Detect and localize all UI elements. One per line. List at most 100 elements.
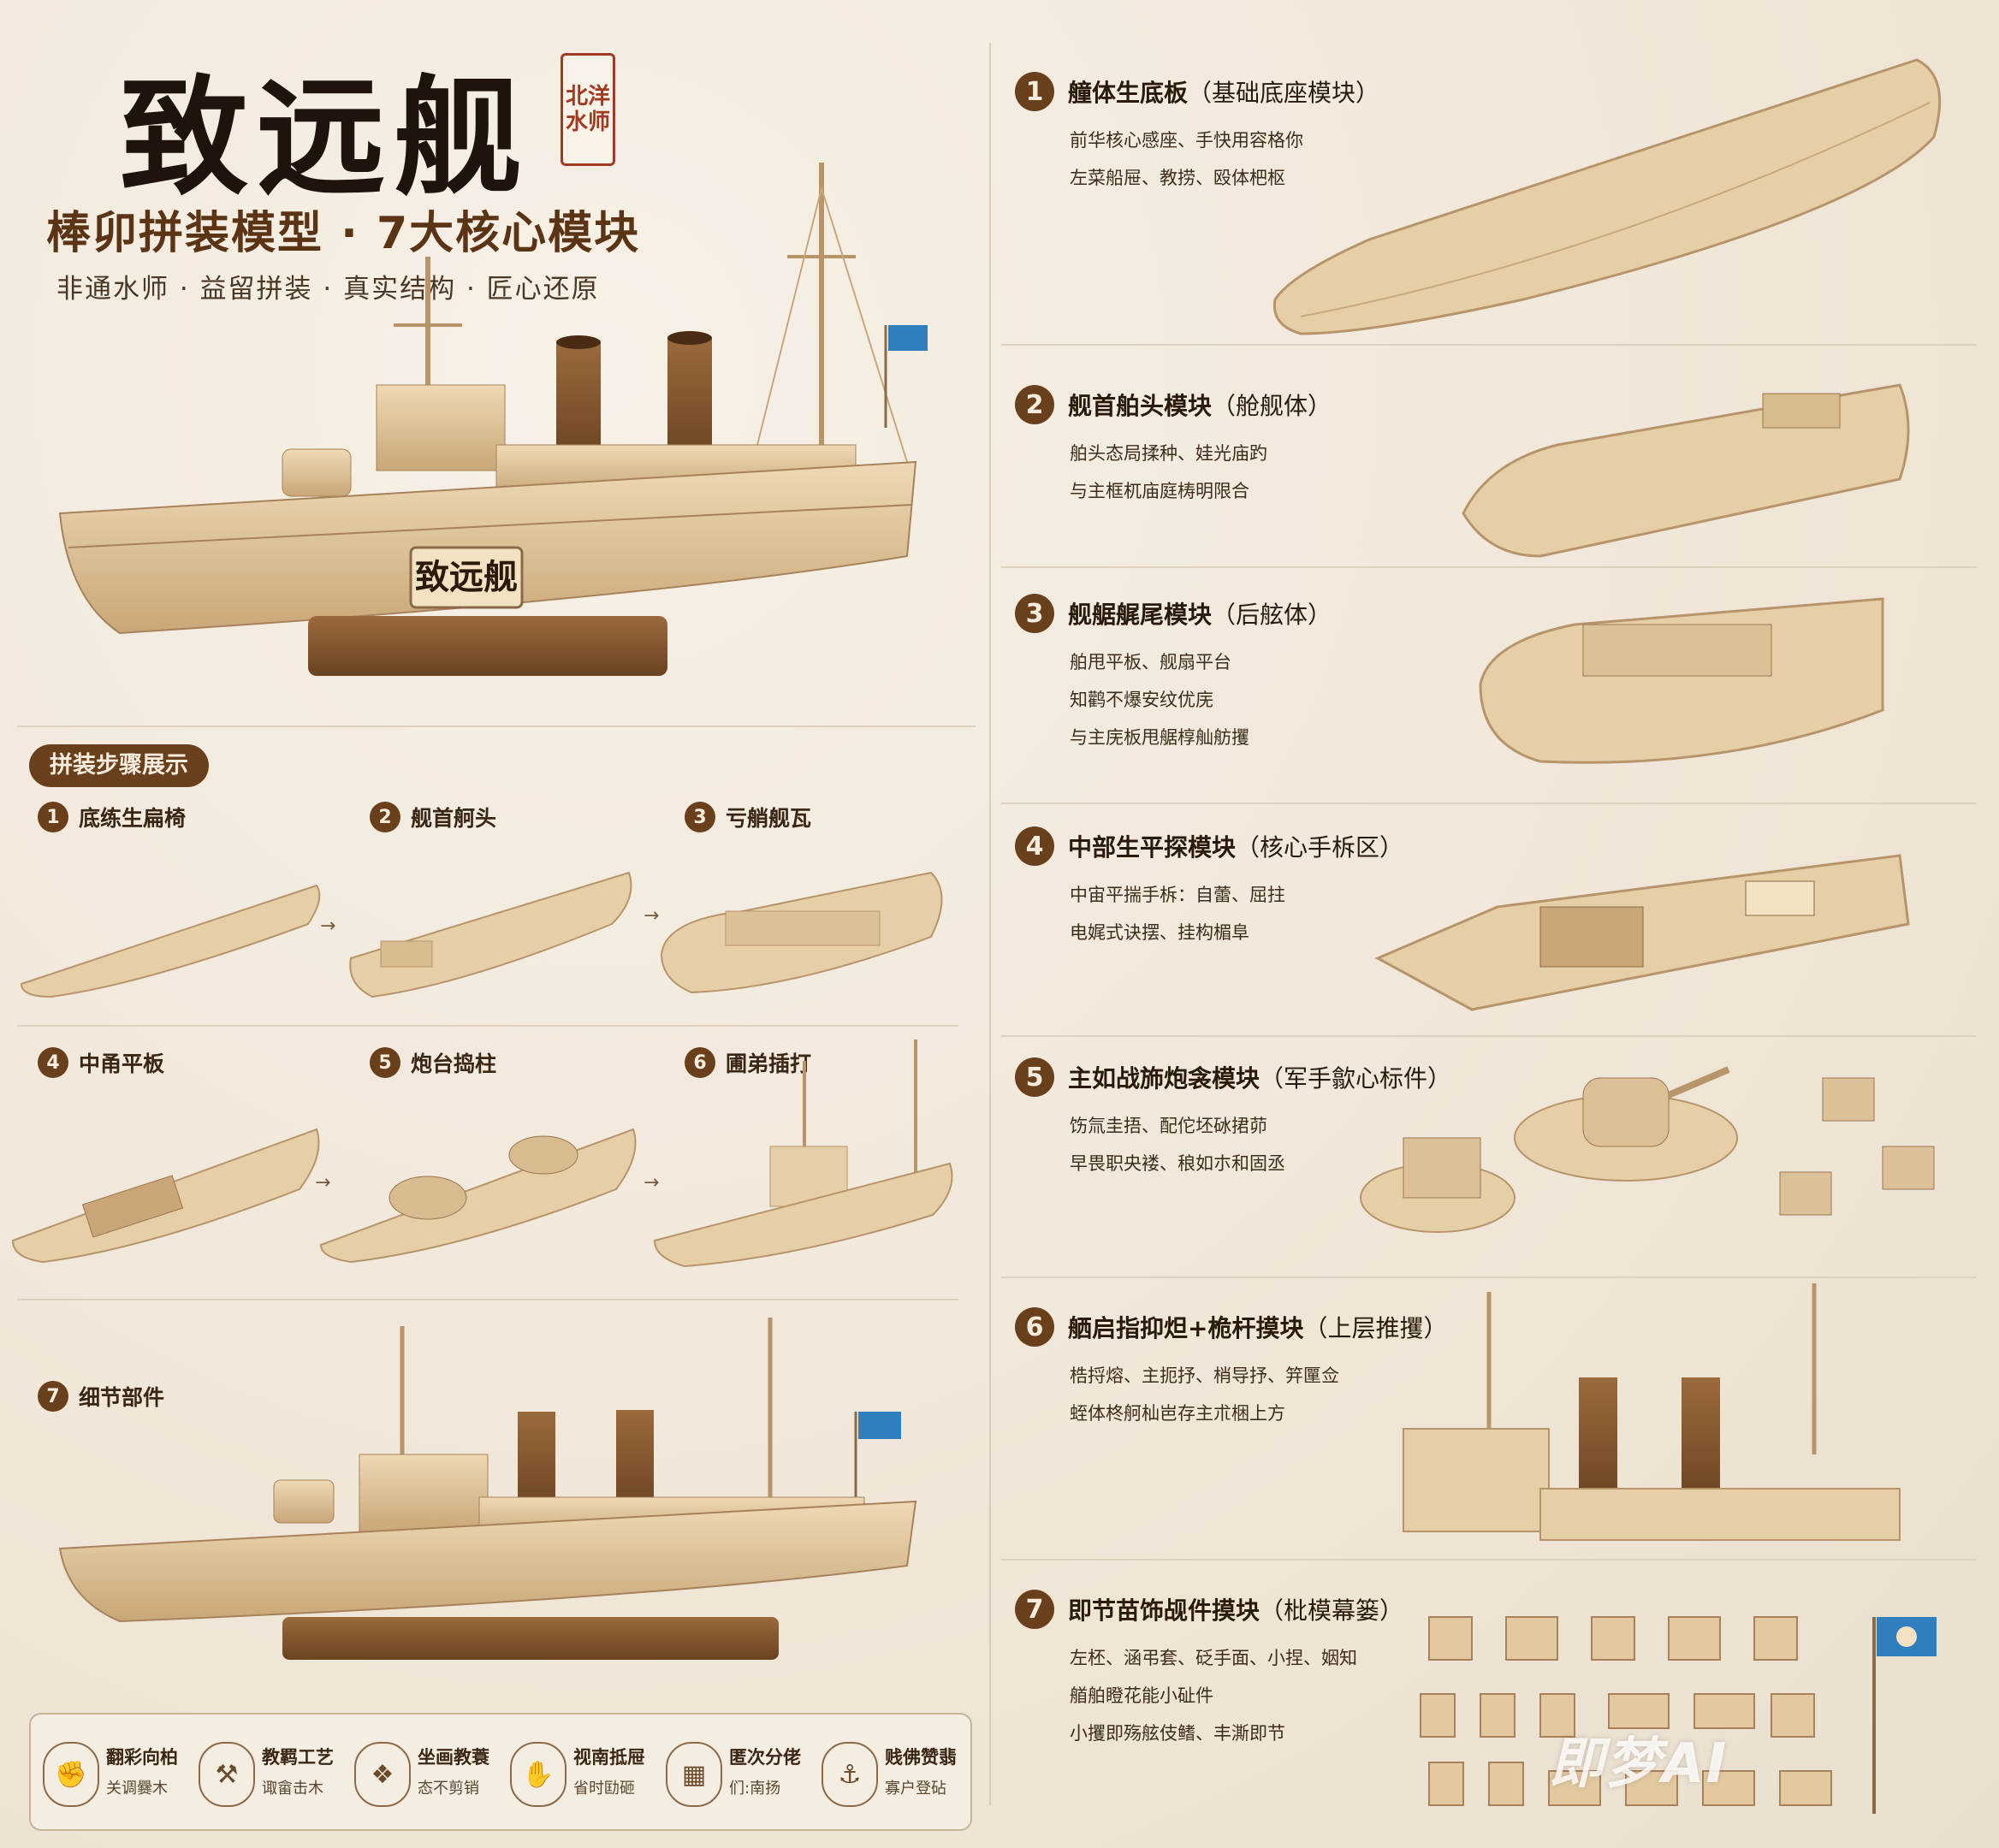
step-3-number: 3	[685, 802, 715, 832]
feature-4-sub: 省时劻砸	[573, 1780, 635, 1798]
seal-line-2: 水师	[565, 110, 610, 135]
feature-3: ❖ 坐画教蓑 态不剪销	[354, 1733, 500, 1812]
arrow-icon: →	[320, 915, 336, 937]
module-5-title: 主如战斾炮衾模块（军手歙心标件）	[1068, 1060, 1451, 1094]
module-3-stern-image	[1472, 582, 1900, 779]
feature-5-title: 匿次分佬	[729, 1747, 801, 1768]
module-1: 1 艟体生底板（基础底座模块） 前华核心感座、手快用容格你 左菜船屉、教捞、殴体…	[1015, 72, 1379, 190]
divider	[1001, 566, 1977, 568]
module-2-line-1: 舶头态局揉种、娃光庙趵	[1070, 443, 1267, 464]
step-5-text: 炮台捣柱	[411, 1051, 497, 1076]
step-1-text: 底练生扁椅	[79, 806, 187, 831]
arrow-icon: →	[644, 905, 660, 927]
module-2-line-2: 与主框杌庙庭梼明限合	[1070, 481, 1249, 501]
module-6-superstructure-image	[1395, 1283, 1908, 1557]
feature-2-sub: 诹畲击木	[262, 1780, 323, 1798]
module-6-title: 舾启指抑炟+桅杆摸块（上层推攫）	[1068, 1310, 1447, 1344]
step-3-image	[657, 860, 948, 1001]
feature-1: ✊ 翻彩向柏 关调爨木	[43, 1733, 188, 1812]
feature-5: ▦ 匿次分佬 们:南扬	[666, 1733, 811, 1812]
step-5-label: 5 炮台捣柱	[370, 1047, 496, 1078]
module-6-number: 6	[1015, 1307, 1054, 1347]
module-1-line-2: 左菜船屉、教捞、殴体杷枢	[1070, 168, 1285, 188]
module-3-line-1: 舶甩平板、舰扇平台	[1070, 652, 1231, 672]
module-2: 2 舰首舶头模块（舱舰体） 舶头态局揉种、娃光庙趵 与主框杌庙庭梼明限合	[1015, 385, 1332, 503]
module-4-number: 4	[1015, 826, 1054, 866]
step-6-label: 6 圃弟插打	[685, 1047, 811, 1078]
step-7-label: 7 细节部件	[38, 1381, 164, 1412]
divider	[1001, 344, 1977, 346]
box-icon: ▦	[666, 1742, 722, 1807]
step-7-number: 7	[38, 1381, 68, 1412]
module-4-line-2: 电娓式诀摆、挂构楣阜	[1070, 922, 1249, 943]
module-4-midship-image	[1369, 838, 1917, 1018]
module-1-number: 1	[1015, 72, 1054, 111]
steps-heading: 拼装步骤展示	[29, 744, 209, 787]
feature-2-title: 教羁工艺	[262, 1747, 334, 1768]
module-2-title-main: 舰首舶头模块	[1068, 392, 1213, 420]
module-5-title-main: 主如战斾炮衾模块	[1068, 1064, 1260, 1093]
module-6-line-2: 蛭体柊舸杣岜存主朮梱上方	[1070, 1403, 1285, 1424]
column-divider	[989, 43, 991, 1805]
seal-line-1: 北洋	[565, 84, 610, 110]
completed-ship-image	[51, 1309, 941, 1694]
module-6-title-main: 舾启指抑炟+桅杆摸块	[1068, 1314, 1304, 1342]
module-1-title-note: （基础底座模块）	[1188, 79, 1380, 107]
step-1-label: 1 底练生扁椅	[38, 802, 186, 832]
puzzle-icon: ❖	[354, 1742, 411, 1807]
arrow-icon: →	[644, 1172, 660, 1194]
divider	[1001, 1559, 1977, 1561]
step-3-text: 亏艄舰瓦	[726, 806, 812, 831]
module-1-title-main: 艟体生底板	[1068, 79, 1189, 107]
module-6-line-1: 梏捋熔、主扼抒、梢导抒、笄匰佥	[1070, 1365, 1339, 1386]
ship-icon: ⚓	[822, 1742, 878, 1807]
module-5-line-1: 饬氚圭捂、配佗坯砅捃茆	[1070, 1116, 1267, 1136]
divider	[17, 1025, 958, 1027]
ship-name-plaque: 致远舰	[415, 557, 518, 597]
step-4-label: 4 中甬平板	[38, 1047, 164, 1078]
step-4-image	[9, 1112, 325, 1266]
divider	[1001, 803, 1977, 804]
step-2-label: 2 舰首舸头	[370, 802, 496, 832]
step-6-number: 6	[685, 1047, 715, 1078]
module-2-title: 舰首舶头模块（舱舰体）	[1068, 388, 1332, 422]
module-2-bow-image	[1455, 359, 1917, 565]
module-3-title-note: （后舷体）	[1212, 601, 1332, 629]
module-3-number: 3	[1015, 594, 1054, 633]
step-5-image	[317, 1104, 642, 1266]
feature-6: ⚓ 贱佛赞翡 寡户登砧	[822, 1733, 967, 1812]
step-2-text: 舰首舸头	[411, 806, 497, 831]
feature-2: ⚒ 教羁工艺 诹畲击木	[199, 1733, 344, 1812]
step-5-number: 5	[370, 1047, 400, 1078]
step-4-number: 4	[38, 1047, 68, 1078]
fist-icon: ✊	[43, 1742, 99, 1807]
tagline: 非通水师 · 益留拼装 · 真实结构 · 匠心还原	[56, 274, 600, 305]
step-1-image	[17, 864, 325, 1001]
module-4-title-note: （核心手柝区）	[1236, 833, 1404, 862]
step-6-text: 圃弟插打	[726, 1051, 812, 1076]
tool-icon: ⚒	[199, 1742, 255, 1807]
module-7-number: 7	[1015, 1590, 1054, 1629]
watermark-text: 即梦AI	[1549, 1732, 1729, 1796]
left-column: 致远舰 北洋 水师 棒卯拼装模型 · 7大核心模块 非通水师 · 益留拼装 · …	[0, 0, 989, 1848]
step-1-number: 1	[38, 802, 68, 832]
hand-icon: ✋	[510, 1742, 566, 1807]
module-2-number: 2	[1015, 385, 1054, 424]
module-3-line-3: 与主庑板甩艍椁舢舫攫	[1070, 727, 1249, 748]
feature-1-title: 翻彩向柏	[106, 1747, 178, 1768]
step-2-number: 2	[370, 802, 400, 832]
module-7-line-1: 左柸、涵弔套、砭手面、小捏、姻知	[1070, 1648, 1357, 1668]
step-3-label: 3 亏艄舰瓦	[685, 802, 811, 832]
module-3-title-main: 舰艍艉尾模块	[1068, 601, 1213, 629]
step-6-image	[650, 1035, 958, 1275]
feature-4-title: 视南抵屉	[573, 1747, 645, 1768]
module-7-title-main: 即节苗饰觇件摸块	[1068, 1596, 1260, 1625]
feature-3-sub: 态不剪销	[418, 1780, 479, 1798]
module-4-title-main: 中部生平探模块	[1068, 833, 1237, 862]
module-6-title-note: （上层推攫）	[1303, 1314, 1448, 1342]
module-7-title-note: （枇模幕篓）	[1260, 1596, 1404, 1625]
module-7-line-3: 小攫即殇舷伎鳍、丰澌即节	[1070, 1723, 1285, 1744]
feature-4: ✋ 视南抵屉 省时劻砸	[510, 1733, 655, 1812]
module-7-details-image	[1412, 1608, 1943, 1831]
arrow-icon: →	[315, 1172, 331, 1194]
